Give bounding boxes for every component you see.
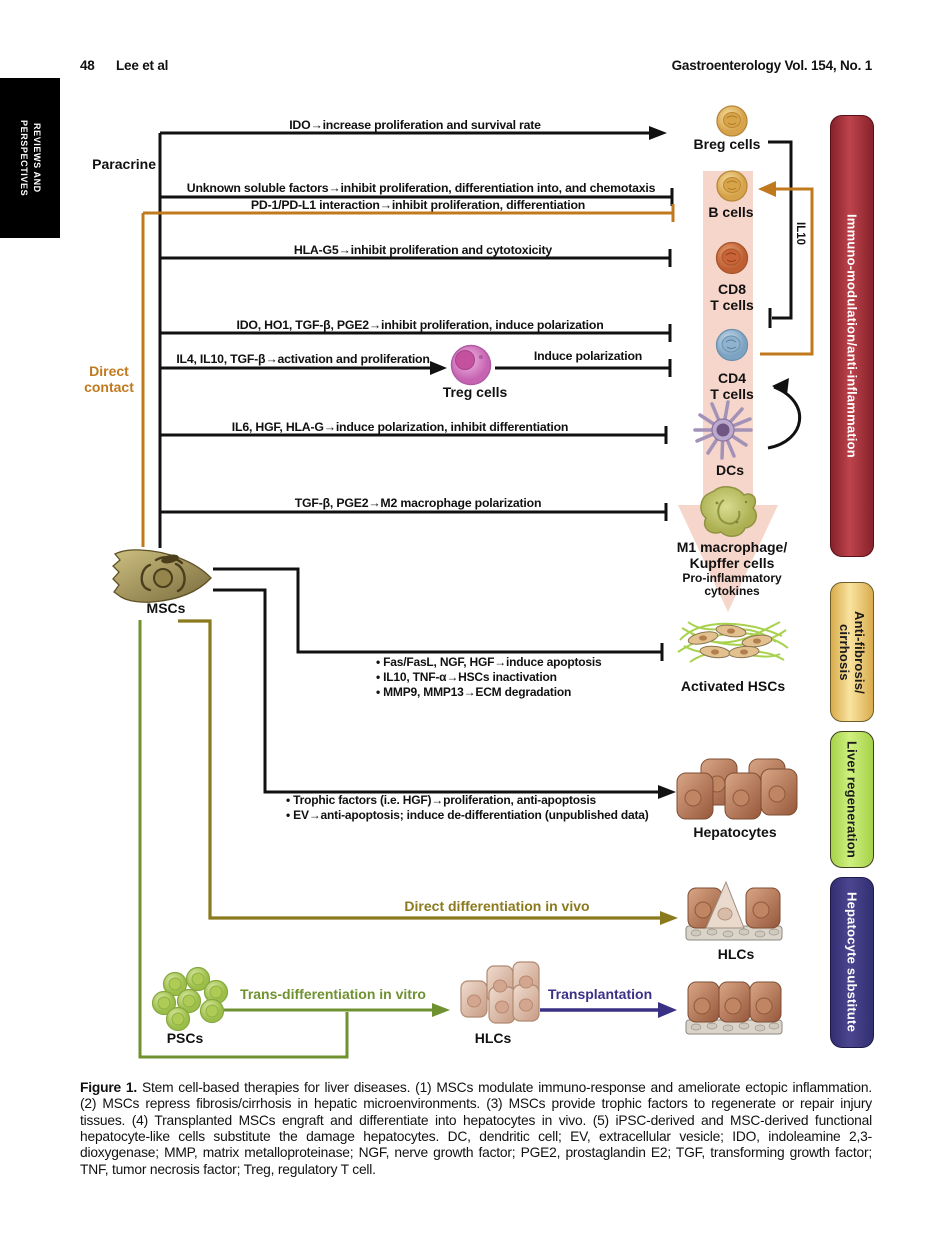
pathway-induce-polarization: Induce polarization	[533, 349, 643, 363]
hlcs-in-vitro-label: HLCs	[474, 1030, 512, 1046]
activated-hscs-label: Activated HSCs	[680, 678, 786, 694]
immuno-modulation-bar: Immuno-modulation/anti-inflammation	[830, 115, 874, 557]
mscs-label: MSCs	[146, 600, 186, 616]
section-edge-tab: REVIEWS AND PERSPECTIVES	[0, 78, 60, 238]
cd4-label-line1: CD4	[717, 370, 747, 386]
pathway-il6-hgf: IL6, HGF, HLA-G→induce polarization, inh…	[231, 420, 569, 434]
direct-differentiation-connector	[178, 619, 660, 920]
trans-differentiation-label: Trans-differentiation in vitro	[240, 986, 426, 1002]
b-cell-icon	[716, 170, 748, 202]
pathway-pd1-pdl1: PD-1/PD-L1 interaction→inhibit prolifera…	[250, 198, 586, 212]
immuno-modulation-bar-label: Immuno-modulation/anti-inflammation	[844, 214, 860, 458]
olive-arrowhead	[660, 911, 678, 925]
activated-hsc-icon	[677, 621, 789, 663]
paracrine-connectors	[158, 131, 802, 794]
green-arrowhead	[432, 1003, 450, 1017]
pathway-tgfb-pge2: TGF-β, PGE2→M2 macrophage polarization	[294, 496, 542, 510]
liver-regeneration-bar: Liver regeneration	[830, 731, 874, 868]
figure-caption-label: Figure 1.	[80, 1079, 138, 1095]
pathway-hlag5: HLA-G5→inhibit proliferation and cytotox…	[293, 243, 553, 257]
running-head-journal: Gastroenterology Vol. 154, No. 1	[671, 58, 873, 73]
pathway-il10-label: IL10	[794, 222, 806, 246]
m1-label-line2: Kupffer cells	[689, 555, 775, 571]
black-arrowheads	[430, 126, 789, 799]
pscs-label: PSCs	[166, 1030, 204, 1046]
hepatocyte-substitute-bar-label: Hepatocyte substitute	[844, 892, 860, 1033]
hepatocytes-label: Hepatocytes	[693, 824, 777, 840]
dendritic-cell-icon	[693, 400, 753, 460]
liver-regeneration-bar-label: Liver regeneration	[844, 740, 860, 859]
direct-contact-connectors	[141, 187, 814, 547]
paracrine-label: Paracrine	[92, 156, 156, 172]
pathway-ido-breg: IDO→increase proliferation and survival …	[289, 118, 541, 132]
m1-sublabel-line2: cytokines	[704, 584, 760, 598]
cd8-cell-icon	[715, 241, 749, 275]
hlc-in-vivo-icon	[685, 880, 783, 941]
hepatocytes-icon	[676, 758, 798, 820]
m1-label-line1: M1 macrophage/	[676, 539, 788, 555]
hlc-in-vitro-icon	[460, 961, 540, 1024]
figure-caption: Figure 1. Stem cell-based therapies for …	[80, 1080, 872, 1178]
dcs-label: DCs	[715, 462, 745, 478]
m1-macrophage-icon	[700, 486, 757, 537]
hepatocyte-bullet-list: • Trophic factors (i.e. HGF)→proliferati…	[286, 793, 649, 822]
running-head-authors: Lee et al	[116, 58, 169, 73]
indigo-arrowhead	[658, 1002, 677, 1018]
pathway-soluble-factors: Unknown soluble factors→inhibit prolifer…	[186, 181, 656, 195]
transplanted-hlc-icon	[685, 981, 783, 1035]
m1-sublabel-line1: Pro-inflammatory	[682, 571, 782, 585]
trans-differentiation-connector	[138, 620, 432, 1059]
cd4-cell-icon	[715, 328, 749, 362]
hepatocyte-substitute-bar: Hepatocyte substitute	[830, 877, 874, 1048]
section-edge-tab-label: REVIEWS AND PERSPECTIVES	[19, 119, 42, 197]
figure-caption-text: Stem cell-based therapies for liver dise…	[80, 1079, 872, 1177]
orange-arrowhead	[758, 181, 776, 197]
breg-cell-icon	[716, 105, 748, 137]
hsc-bullet-list: • Fas/FasL, NGF, HGF→induce apoptosis • …	[376, 655, 602, 699]
cd4-label-line2: T cells	[710, 386, 754, 402]
msc-cell-icon	[112, 549, 212, 603]
anti-fibrosis-bar-label: Anti-fibrosis/ cirrhosis	[837, 610, 867, 694]
psc-cluster-icon	[151, 966, 229, 1032]
cd8-label-line2: T cells	[710, 297, 754, 313]
treg-cell-icon	[450, 344, 492, 386]
direct-contact-label: Direct contact	[84, 363, 134, 395]
hlcs-in-vivo-label: HLCs	[717, 946, 755, 962]
pathway-ido-ho1: IDO, HO1, TGF-β, PGE2→inhibit proliferat…	[236, 318, 604, 332]
pathway-il4-il10: IL4, IL10, TGF-β→activation and prolifer…	[176, 352, 430, 366]
transplantation-label: Transplantation	[547, 986, 653, 1002]
direct-differentiation-label: Direct differentiation in vivo	[404, 898, 590, 914]
treg-cells-label: Treg cells	[442, 384, 508, 400]
breg-cells-label: Breg cells	[693, 136, 761, 152]
anti-fibrosis-bar: Anti-fibrosis/ cirrhosis	[830, 582, 874, 722]
page-number: 48	[80, 58, 95, 73]
cd8-label-line1: CD8	[717, 281, 747, 297]
b-cells-label: B cells	[708, 204, 754, 220]
